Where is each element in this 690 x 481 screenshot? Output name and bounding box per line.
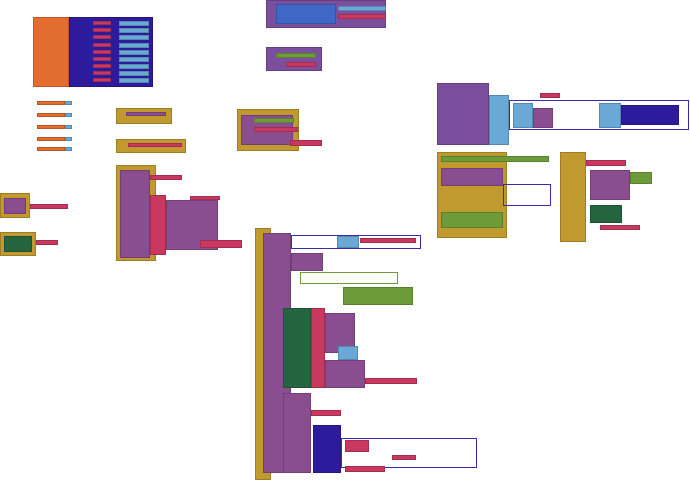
math-block[interactable] bbox=[276, 4, 336, 24]
list-block[interactable] bbox=[119, 35, 149, 40]
text-block[interactable] bbox=[345, 440, 369, 452]
logic-block[interactable] bbox=[630, 172, 652, 184]
list-block[interactable] bbox=[338, 346, 358, 360]
list-block[interactable] bbox=[119, 21, 149, 26]
list-block[interactable] bbox=[119, 28, 149, 33]
logic-block[interactable] bbox=[300, 272, 398, 284]
text-block[interactable] bbox=[93, 78, 111, 82]
list-block[interactable] bbox=[65, 113, 72, 117]
text-block[interactable] bbox=[190, 196, 220, 200]
procedure-call-block[interactable] bbox=[126, 112, 166, 116]
control-block[interactable] bbox=[560, 152, 586, 242]
logic-block[interactable] bbox=[441, 212, 503, 228]
text-block[interactable] bbox=[392, 455, 416, 460]
outline-block[interactable] bbox=[509, 100, 689, 130]
text-block[interactable] bbox=[290, 140, 322, 146]
procedure-block[interactable] bbox=[533, 108, 553, 128]
list-block[interactable] bbox=[65, 101, 72, 105]
procedure-block[interactable] bbox=[266, 47, 322, 71]
list-block[interactable] bbox=[119, 78, 149, 83]
text-block[interactable] bbox=[200, 240, 242, 248]
text-block[interactable] bbox=[600, 225, 640, 230]
logic-block[interactable] bbox=[276, 53, 316, 58]
text-block[interactable] bbox=[93, 28, 111, 32]
text-block[interactable] bbox=[93, 64, 111, 68]
text-block[interactable] bbox=[93, 35, 111, 39]
variable-getter-block[interactable] bbox=[37, 125, 65, 129]
list-block[interactable] bbox=[337, 236, 359, 248]
variable-getter-block[interactable] bbox=[37, 113, 65, 117]
procedure-block[interactable] bbox=[441, 168, 503, 186]
list-block[interactable] bbox=[65, 125, 72, 129]
list-block[interactable] bbox=[513, 103, 533, 128]
logic-block[interactable] bbox=[343, 287, 413, 305]
text-block[interactable] bbox=[93, 50, 111, 54]
list-block[interactable] bbox=[65, 147, 72, 151]
list-block[interactable] bbox=[119, 71, 149, 76]
text-block[interactable] bbox=[311, 308, 325, 388]
text-block[interactable] bbox=[30, 204, 68, 209]
text-block[interactable] bbox=[150, 175, 182, 180]
text-block[interactable] bbox=[365, 378, 417, 384]
text-block[interactable] bbox=[254, 127, 298, 132]
text-block[interactable] bbox=[311, 410, 341, 416]
logic-block[interactable] bbox=[441, 156, 549, 162]
component-setter-block[interactable] bbox=[4, 236, 32, 252]
variable-getter-block[interactable] bbox=[37, 147, 65, 151]
procedure-block[interactable] bbox=[590, 170, 630, 200]
outline-block[interactable] bbox=[503, 184, 551, 206]
list-block[interactable] bbox=[489, 95, 509, 145]
outline-block[interactable] bbox=[341, 438, 477, 468]
control-block[interactable] bbox=[116, 108, 172, 124]
text-block[interactable] bbox=[345, 466, 385, 472]
procedure-block[interactable] bbox=[325, 360, 365, 388]
text-block[interactable] bbox=[540, 93, 560, 98]
text-block[interactable] bbox=[360, 238, 416, 243]
text-block[interactable] bbox=[36, 240, 58, 245]
component-block[interactable] bbox=[621, 105, 679, 125]
list-block[interactable] bbox=[119, 57, 149, 62]
list-block[interactable] bbox=[338, 6, 386, 11]
text-block[interactable] bbox=[286, 62, 316, 67]
text-block[interactable] bbox=[586, 160, 626, 166]
text-block[interactable] bbox=[93, 43, 111, 47]
procedure-block[interactable] bbox=[120, 170, 150, 258]
text-block[interactable] bbox=[93, 21, 111, 25]
list-block[interactable] bbox=[599, 103, 621, 128]
procedure-block[interactable] bbox=[283, 393, 311, 473]
procedure-block[interactable] bbox=[291, 253, 323, 271]
variable-getter-block[interactable] bbox=[37, 101, 65, 105]
text-block[interactable] bbox=[93, 57, 111, 61]
list-block[interactable] bbox=[65, 137, 72, 141]
text-block[interactable] bbox=[93, 71, 111, 75]
procedure-block[interactable] bbox=[437, 83, 489, 145]
component-setter-block[interactable] bbox=[590, 205, 622, 223]
text-block[interactable] bbox=[150, 195, 166, 255]
component-block[interactable] bbox=[313, 425, 341, 473]
list-block[interactable] bbox=[119, 64, 149, 69]
list-block[interactable] bbox=[119, 43, 149, 48]
procedure-block[interactable] bbox=[4, 198, 26, 214]
outline-block[interactable] bbox=[291, 235, 421, 249]
global-variable-block[interactable] bbox=[33, 17, 69, 87]
text-block[interactable] bbox=[338, 14, 386, 19]
list-block[interactable] bbox=[119, 50, 149, 55]
text-block[interactable] bbox=[128, 143, 182, 147]
component-setter-block[interactable] bbox=[283, 308, 311, 388]
variable-getter-block[interactable] bbox=[37, 137, 65, 141]
logic-block[interactable] bbox=[254, 118, 294, 123]
